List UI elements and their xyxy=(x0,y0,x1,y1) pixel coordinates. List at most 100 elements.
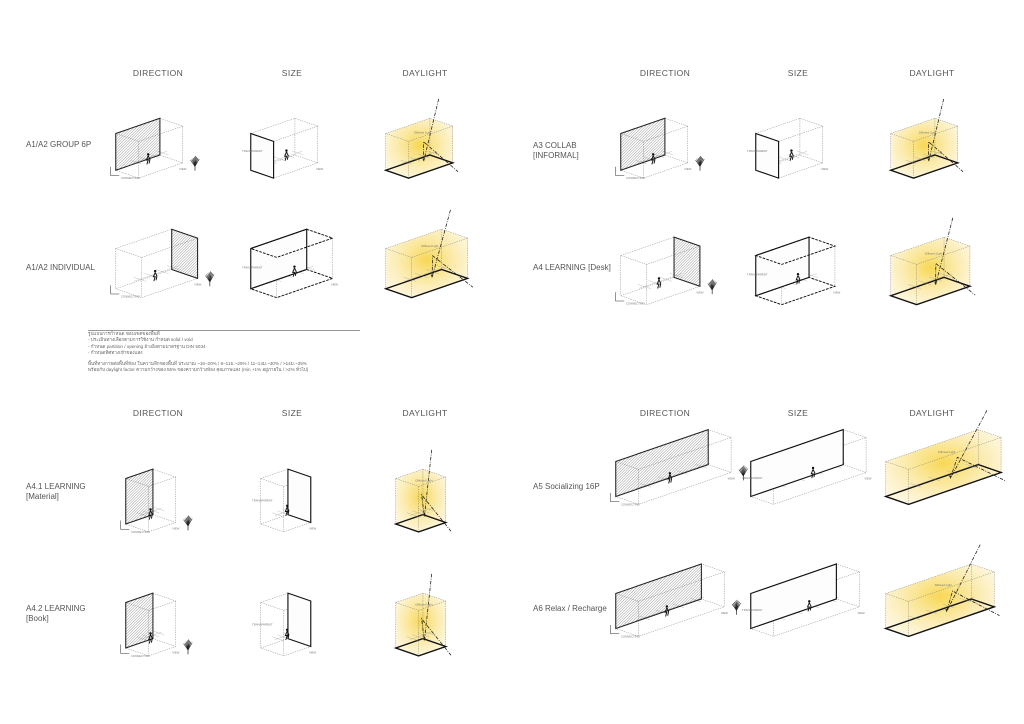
tree-icon xyxy=(183,639,193,655)
row-label-a41: A4.1 LEARNING [Material] xyxy=(26,482,86,501)
transparent-partition xyxy=(250,228,308,290)
daylight-diagram: Diffused Light xyxy=(370,209,475,310)
daylight-ray xyxy=(935,217,976,296)
tree-icon xyxy=(738,465,748,481)
isometric-box-drawing: Diffused Light xyxy=(883,410,1007,506)
view-label: VIEW xyxy=(857,611,865,615)
view-label: VIEW xyxy=(179,167,187,171)
transparent-label: TRANSPARENT xyxy=(252,498,273,502)
daylight-glow xyxy=(395,593,446,656)
view-label: VIEW xyxy=(309,527,317,531)
view-label: VIEW xyxy=(821,167,829,171)
view-label: VIEW xyxy=(172,651,180,655)
daylight-diagram: Diffused Light xyxy=(380,562,485,657)
row-label-a42: A4.2 LEARNING [Book] xyxy=(26,604,86,623)
solid-wall xyxy=(615,563,702,630)
column-header-direction: DIRECTION xyxy=(639,408,691,418)
tree-icon xyxy=(707,279,717,295)
solid-wall xyxy=(125,592,154,649)
person-icon xyxy=(285,504,289,508)
transparent-label: TRANSPARENT xyxy=(747,273,768,277)
isometric-box-drawing: TRANSPARENT VIEW xyxy=(252,592,317,657)
view-label: VIEW xyxy=(728,476,736,480)
note-line: - กำหนด partition / opening อ้างอิงตามมา… xyxy=(88,343,206,349)
person-icon xyxy=(149,632,152,635)
solid-wall xyxy=(620,117,666,171)
tree-icon xyxy=(205,271,215,287)
tree-icon xyxy=(190,155,200,171)
daylight-glow xyxy=(395,469,446,532)
design-notes: รูปแบบการกำหนด ขอบเขตของพื้นที่ - ประเมิ… xyxy=(88,331,358,373)
view-label: VIEW xyxy=(864,476,872,480)
row-label-a4: A4 LEARNING [Desk] xyxy=(533,263,611,272)
solid-wall xyxy=(615,428,709,498)
daylight-ray xyxy=(421,449,452,532)
isometric-box-drawing: TRANSPARENT VIEW xyxy=(742,428,872,505)
transparent-label: TRANSPARENT xyxy=(742,476,763,480)
transparent-partition xyxy=(250,132,275,179)
isometric-box-drawing: Diffused Light xyxy=(393,449,452,533)
note-line: พื้นที่ทางกายต่อพื้นที่ห้อง ในความลึกของ… xyxy=(88,360,307,366)
daylight-diagram: Diffused Light xyxy=(875,217,980,317)
person-icon xyxy=(668,472,672,475)
row-label-a5: A5 Socializing 16P xyxy=(533,482,600,491)
isometric-box-drawing: TRANSPARENT VIEW xyxy=(747,118,829,179)
column-header-size: SIZE xyxy=(281,408,303,418)
transparent-label: TRANSPARENT xyxy=(252,622,273,626)
connecting-label: CONNECTING xyxy=(131,654,150,658)
view-label: VIEW xyxy=(721,611,729,615)
isometric-box-drawing: TRANSPARENT VIEW xyxy=(252,468,317,533)
isometric-box-drawing: CONNECTING VIEW xyxy=(110,117,200,180)
note-line: - กำหนดทิศทางเข้าของแสง xyxy=(88,350,143,356)
row-label-a1-group: A1/A2 GROUP 6P xyxy=(26,140,92,149)
transparent-label: TRANSPARENT xyxy=(242,266,263,270)
size-diagram: TRANSPARENT VIEW xyxy=(735,428,872,523)
view-label: VIEW xyxy=(696,290,704,294)
connecting-label: CONNECTING xyxy=(121,295,140,299)
direction-diagram: CONNECTING VIEW xyxy=(100,100,205,195)
transparent-label: TRANSPARENT xyxy=(747,149,768,153)
daylight-glow xyxy=(385,229,468,298)
person-icon xyxy=(285,628,289,632)
note-line: - ประเมินทางเลือกตามการใช้งาน กำหนด soli… xyxy=(88,337,193,343)
connecting-label: CONNECTING xyxy=(626,176,645,180)
person-icon xyxy=(651,153,655,156)
daylight-ray xyxy=(928,98,964,172)
row-label-a1-individual: A1/A2 INDIVIDUAL xyxy=(26,263,95,272)
person-icon xyxy=(811,466,815,470)
transparent-partition xyxy=(287,592,312,648)
isometric-box-drawing: Diffused Light xyxy=(883,544,1000,638)
daylight-glow xyxy=(385,118,453,179)
diffused-light-label: Diffused Light xyxy=(421,244,438,248)
person-icon xyxy=(796,272,800,276)
column-header-size: SIZE xyxy=(787,408,809,418)
diffused-light-label: Diffused Light xyxy=(919,130,936,134)
isometric-box-drawing: Diffused Light xyxy=(888,98,964,179)
person-icon xyxy=(153,269,157,273)
daylight-diagram: Diffused Light xyxy=(370,98,475,195)
daylight-ray xyxy=(421,573,452,656)
tree-icon xyxy=(695,155,705,171)
connecting-label: CONNECTING xyxy=(121,176,140,180)
note-line: พร้อมกับ daylight factor ความกว้างของ 55… xyxy=(88,367,309,373)
view-label: VIEW xyxy=(309,651,317,655)
tree-icon xyxy=(731,599,741,615)
person-icon xyxy=(657,277,661,280)
isometric-box-drawing: Diffused Light xyxy=(383,98,459,179)
column-header-direction: DIRECTION xyxy=(132,408,184,418)
isometric-box-drawing: CONNECTING VIEW xyxy=(120,592,193,658)
diffused-light-label: Diffused Light xyxy=(414,130,431,134)
